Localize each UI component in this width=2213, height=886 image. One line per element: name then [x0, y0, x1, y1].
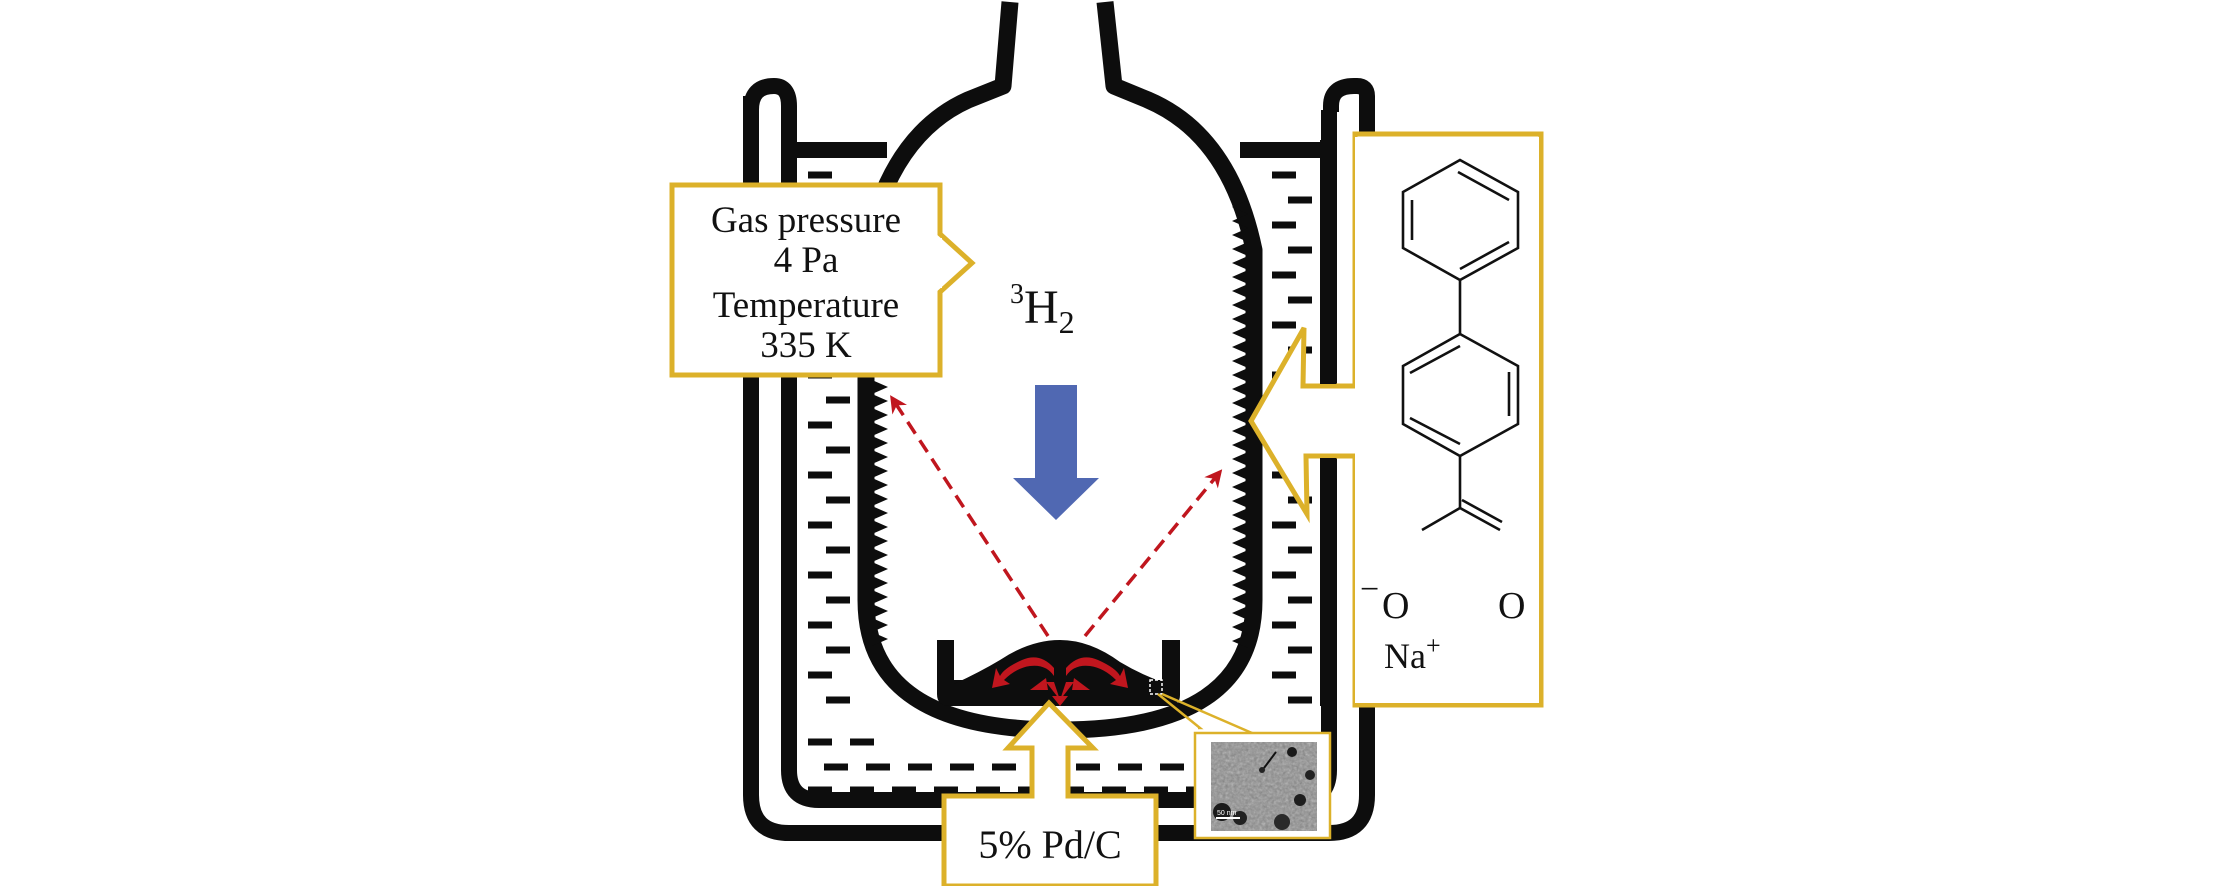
tem-scale-bar-label: 50 nm: [1217, 810, 1237, 817]
gas-label: 3H2: [1010, 279, 1075, 340]
emission-arrow-left: [890, 395, 1050, 637]
carboxylate-oxygen-right: O: [1498, 585, 1525, 627]
gas-label-subscript: 2: [1059, 304, 1075, 340]
coated-wall-layer: [872, 200, 1248, 648]
catalyst-label: 5% Pd/C: [978, 822, 1121, 867]
jacket-wall-through-callout-bottom: [1320, 458, 1336, 706]
carboxylate-oxygen-left: O: [1382, 585, 1409, 627]
emission-arrows: [890, 395, 1223, 638]
tem-inset: 50 nm: [1157, 692, 1332, 840]
biphenyl-carboxylate-structure: [1401, 158, 1520, 532]
catalyst-callout-border: [941, 699, 1159, 886]
tem-leader-line: [1157, 693, 1204, 730]
tem-sample-marker: [1149, 679, 1163, 695]
substrate-callout: − O O Na+: [1248, 131, 1544, 708]
gas-pressure-value: 4 Pa: [774, 240, 839, 281]
gas-label-mass-number: 3: [1010, 279, 1024, 310]
gas-label-element: H: [1024, 281, 1059, 334]
gas-pressure-label: Gas pressure: [711, 200, 901, 241]
jacket-outer-wall-left-cap: [743, 78, 797, 114]
jacket-outer-wall: [743, 78, 1375, 841]
zigzag-coating-left: [872, 380, 888, 646]
temperature-label: Temperature: [713, 285, 899, 326]
conditions-callout: Gas pressure 4 Pa Temperature 335 K: [669, 182, 976, 378]
catalyst-callout: 5% Pd/C: [941, 699, 1159, 886]
catalyst-dish: [937, 640, 1180, 706]
jacket-wall-through-callout-top: [1320, 140, 1336, 384]
temperature-value: 335 K: [760, 325, 852, 366]
zigzag-coating-right: [1232, 200, 1248, 648]
sodium-counter-ion: Na+: [1384, 631, 1441, 676]
gas-flow-arrow: [1013, 385, 1099, 520]
carboxylate-o-minus-charge: −: [1360, 571, 1379, 608]
tem-micrograph-image: 50 nm: [1211, 742, 1317, 831]
conditions-callout-border: [669, 182, 976, 378]
heat-release-arrows: [992, 657, 1128, 706]
emission-arrow-right: [1083, 469, 1223, 638]
catalyst-heap: [954, 640, 1162, 700]
